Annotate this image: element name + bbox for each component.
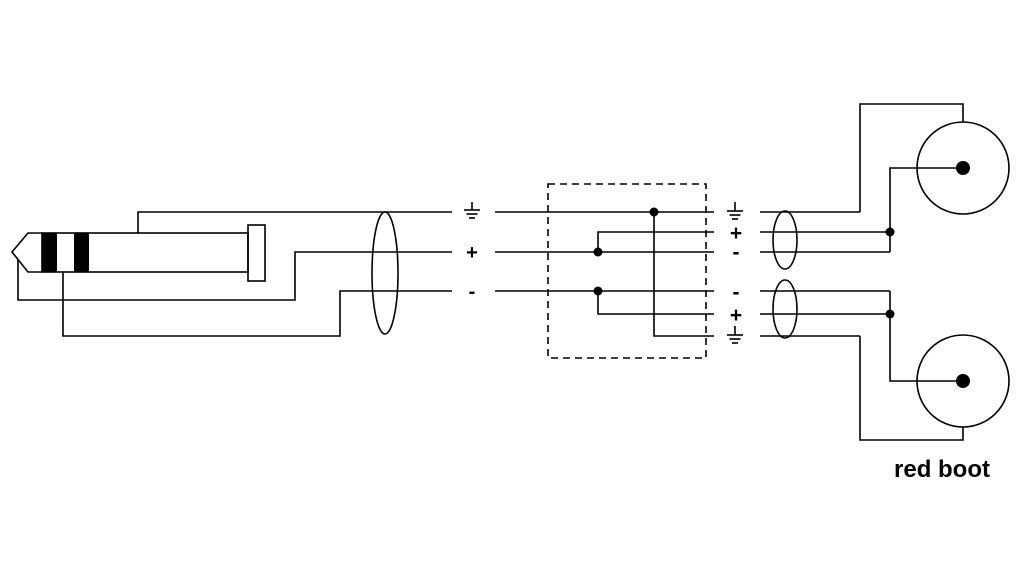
wire-lower-shield xyxy=(859,336,964,441)
plug-ring-band-1 xyxy=(42,233,57,272)
wire-minus-branch xyxy=(597,291,714,315)
left-plus-label: + xyxy=(466,242,478,264)
upper-minus-label: - xyxy=(733,241,740,264)
upper-rca-connector xyxy=(916,121,1010,215)
wire-plus-branch xyxy=(597,231,714,252)
junction-dot xyxy=(885,227,895,237)
plug-wiring xyxy=(17,211,452,337)
wire-ground-plug xyxy=(137,211,452,233)
rca-pin-lower xyxy=(956,374,970,388)
wire-upper-shield xyxy=(859,103,964,212)
junction-dot xyxy=(885,309,895,319)
wire-tip-plus xyxy=(17,251,452,301)
lower-ground-icon xyxy=(727,326,743,344)
junction-dot xyxy=(593,247,603,257)
cable-jacket-upper xyxy=(772,210,798,270)
lower-minus-label: - xyxy=(733,281,740,304)
upper-ground-icon xyxy=(727,202,743,220)
upper-rca-wiring xyxy=(760,103,964,253)
junction-dot xyxy=(649,207,659,217)
left-ground-icon xyxy=(464,202,480,219)
red-boot-label: red boot xyxy=(894,456,990,483)
connection-box xyxy=(547,183,707,359)
wire-lower-signal xyxy=(889,291,963,382)
lower-rca-connector xyxy=(916,334,1010,428)
plug-tip xyxy=(10,232,42,273)
cable-jacket-lower xyxy=(772,279,798,339)
plug-body xyxy=(41,232,249,273)
plug-flange xyxy=(247,224,266,282)
wire-ring-minus xyxy=(62,272,452,337)
plug-ring-band-2 xyxy=(74,233,89,272)
trs-plug xyxy=(10,224,266,282)
wire-upper-signal xyxy=(889,167,963,252)
rca-connector-upper xyxy=(916,121,1010,215)
rca-pin-upper xyxy=(956,161,970,175)
lower-rca-wiring xyxy=(760,290,964,441)
box-wiring xyxy=(495,207,714,337)
upper-plus-label: + xyxy=(730,222,742,245)
cable-jacket-left xyxy=(371,211,399,335)
rca-connector-lower xyxy=(916,334,1010,428)
left-minus-label: - xyxy=(469,281,476,303)
junction-dot xyxy=(593,286,603,296)
wire-ground-to-lower xyxy=(653,212,714,337)
lower-plus-label: + xyxy=(730,304,742,327)
